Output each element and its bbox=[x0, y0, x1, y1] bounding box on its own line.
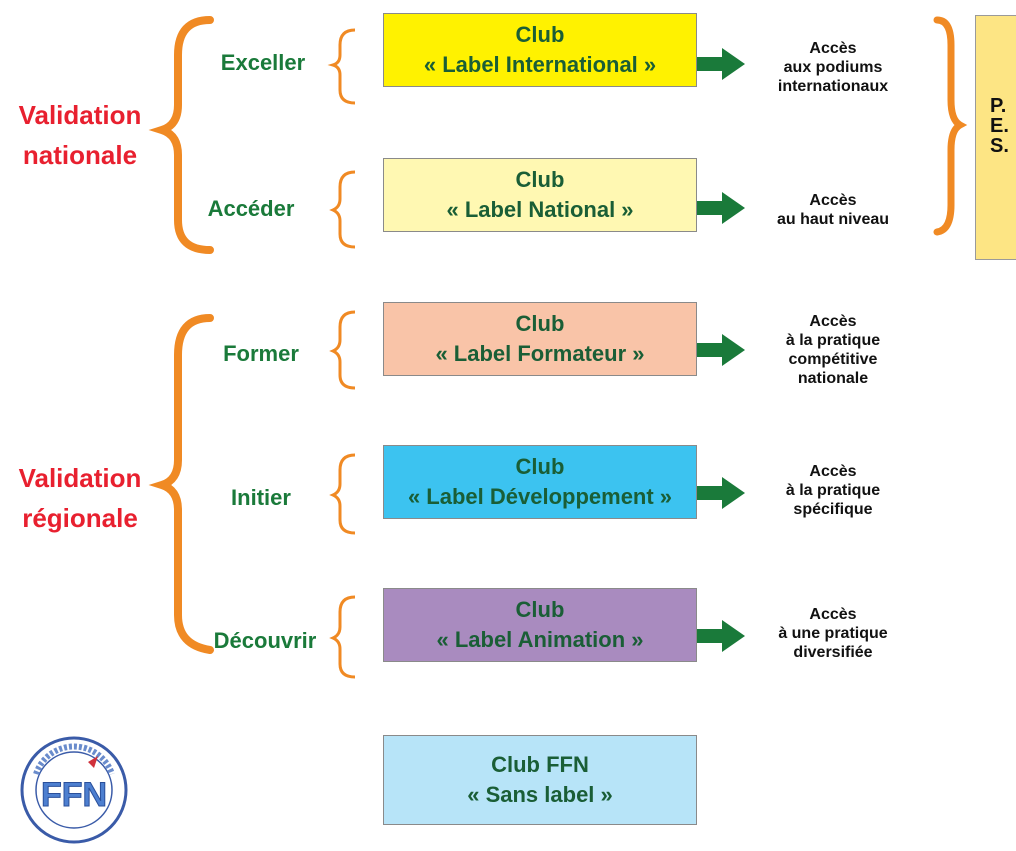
access-line: Accès bbox=[809, 462, 857, 480]
club-box-animation: Club « Label Animation » bbox=[383, 588, 697, 662]
access-text: Accès à la pratique spécifique bbox=[738, 455, 928, 525]
pes-line: E. bbox=[990, 115, 1009, 137]
club-box-international: Club « Label International » bbox=[383, 13, 697, 87]
pes-line: P. bbox=[990, 95, 1007, 117]
verb-label: Initier bbox=[231, 485, 291, 510]
validation-line: Validation bbox=[18, 100, 142, 130]
access-line: au haut niveau bbox=[776, 211, 890, 228]
access-line: compétitive bbox=[788, 351, 878, 368]
access-text: Accès à la pratique compétitive national… bbox=[738, 300, 928, 400]
small-brace-icon bbox=[327, 28, 356, 105]
access-line: aux podiums bbox=[783, 58, 883, 76]
pes-box: P. E. S. bbox=[975, 15, 1016, 260]
club-title: Club bbox=[515, 597, 565, 622]
access-line: à la pratique bbox=[785, 481, 881, 499]
club-label: « Label National » bbox=[446, 197, 634, 222]
access-line: Accès bbox=[809, 605, 857, 623]
validation-line: nationale bbox=[22, 140, 138, 170]
access-line: Accès bbox=[809, 192, 857, 209]
verb-label: Découvrir bbox=[213, 628, 317, 653]
access-line: nationale bbox=[797, 370, 869, 387]
club-title: Club bbox=[515, 22, 565, 47]
validation-line: Validation bbox=[18, 463, 142, 493]
access-line: à la pratique bbox=[785, 332, 881, 349]
club-title: Club bbox=[515, 311, 565, 336]
access-text: Accès à une pratique diversifiée bbox=[738, 598, 928, 668]
validation-nationale-label: Validation nationale bbox=[0, 95, 160, 175]
club-label: « Label Développement » bbox=[407, 484, 673, 509]
verb-label: Former bbox=[223, 341, 299, 366]
club-label: « Label Animation » bbox=[436, 627, 644, 652]
verb-label: Accéder bbox=[207, 196, 295, 221]
small-brace-icon bbox=[329, 595, 356, 679]
ffn-logo: FFN bbox=[18, 734, 130, 844]
ffn-logo-icon: FFN bbox=[20, 736, 128, 844]
club-label: « Sans label » bbox=[467, 782, 613, 807]
right-brace-icon bbox=[933, 16, 968, 236]
access-line: spécifique bbox=[793, 500, 873, 518]
access-line: Accès bbox=[809, 313, 857, 330]
small-brace-icon bbox=[329, 310, 356, 390]
access-line: Accès bbox=[809, 39, 857, 57]
logo-text: FFN bbox=[41, 776, 107, 814]
club-label: « Label International » bbox=[423, 52, 657, 77]
validation-line: régionale bbox=[22, 503, 138, 533]
club-title: Club bbox=[515, 167, 565, 192]
regional-brace-icon bbox=[148, 314, 214, 654]
club-title: Club bbox=[515, 454, 565, 479]
access-line: internationaux bbox=[777, 77, 889, 95]
club-title: Club FFN bbox=[491, 752, 589, 777]
club-box-formateur: Club « Label Formateur » bbox=[383, 302, 697, 376]
access-text: Accès au haut niveau bbox=[738, 180, 928, 240]
access-text: Accès aux podiums internationaux bbox=[738, 27, 928, 107]
club-box-national: Club « Label National » bbox=[383, 158, 697, 232]
verb-label: Exceller bbox=[220, 50, 306, 75]
access-line: diversifiée bbox=[793, 643, 873, 661]
pes-text: P. E. S. bbox=[990, 96, 1009, 156]
club-box-developpement: Club « Label Développement » bbox=[383, 445, 697, 519]
validation-regionale-label: Validation régionale bbox=[0, 458, 160, 538]
small-brace-icon bbox=[329, 453, 356, 535]
pes-line: S. bbox=[990, 135, 1009, 157]
small-brace-icon bbox=[329, 170, 356, 249]
club-box-ffn: Club FFN « Sans label » bbox=[383, 735, 697, 825]
access-line: à une pratique bbox=[778, 624, 888, 642]
club-label: « Label Formateur » bbox=[435, 341, 645, 366]
